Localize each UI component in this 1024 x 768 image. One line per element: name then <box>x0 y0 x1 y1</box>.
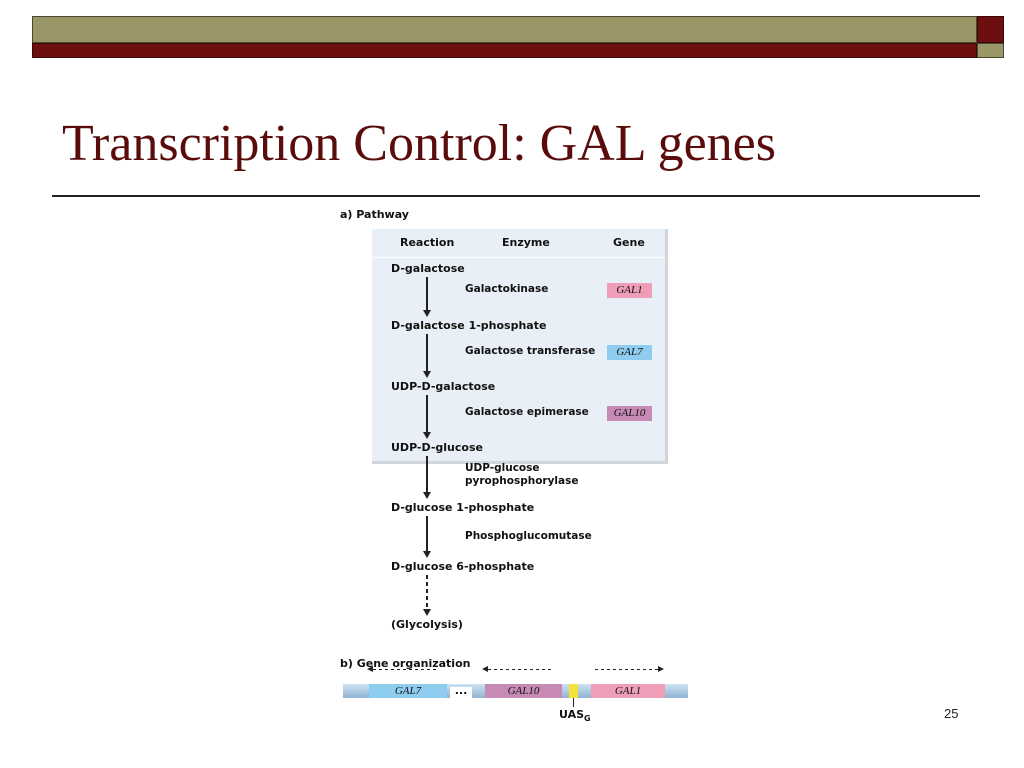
uas-label: UASG <box>559 708 591 724</box>
gene-gal1-badge: GAL1 <box>607 283 652 298</box>
header-band-bottom <box>32 43 977 58</box>
molecule-d-glucose-6-phosphate: D-glucose 6-phosphate <box>391 560 535 573</box>
gal7-segment: GAL7 <box>369 684 447 698</box>
enzyme-galactokinase: Galactokinase <box>465 283 549 295</box>
enzyme-galactose-epimerase: Galactose epimerase <box>465 406 589 418</box>
part-a-label: a) Pathway <box>340 208 409 221</box>
reaction-arrow-4 <box>423 456 431 499</box>
molecule-d-glucose-1-phosphate: D-glucose 1-phosphate <box>391 501 535 514</box>
enzyme-phosphoglucomutase: Phosphoglucomutase <box>465 530 592 542</box>
column-header-reaction: Reaction <box>400 236 455 249</box>
page-number: 25 <box>944 706 959 721</box>
header-divider <box>372 257 665 258</box>
uas-segment <box>569 684 578 698</box>
reaction-arrow-1 <box>423 277 431 317</box>
molecule-glycolysis: (Glycolysis) <box>391 618 463 631</box>
gal7-direction-arrow <box>367 666 438 672</box>
molecule-udp-d-glucose: UDP-D-glucose <box>391 441 483 454</box>
header-corner-top <box>977 16 1004 43</box>
reaction-arrow-6 <box>423 575 431 616</box>
enzyme-galactose-transferase: Galactose transferase <box>465 345 596 357</box>
gene-gal7-badge: GAL7 <box>607 345 652 360</box>
molecule-udp-d-galactose: UDP-D-galactose <box>391 380 496 393</box>
molecule-d-galactose-1-phosphate: D-galactose 1-phosphate <box>391 319 547 332</box>
gal1-segment: GAL1 <box>591 684 665 698</box>
gal-figure: a) Pathway Reaction Enzyme Gene D-galact… <box>340 205 700 735</box>
chromosome-gap <box>450 687 472 699</box>
gal1-direction-arrow <box>595 666 664 672</box>
slide-title: Transcription Control: GAL genes <box>62 115 776 172</box>
uas-pointer <box>573 698 574 707</box>
gal10-segment: GAL10 <box>485 684 562 698</box>
header-corner-bottom <box>977 43 1004 58</box>
reaction-arrow-5 <box>423 516 431 558</box>
reaction-arrow-2 <box>423 334 431 378</box>
column-header-gene: Gene <box>613 236 645 249</box>
gal10-direction-arrow <box>482 666 551 672</box>
header-band-top <box>32 16 977 43</box>
enzyme-udp-glucose-pyrophosphorylase: UDP-glucose pyrophosphorylase <box>465 462 579 487</box>
title-rule <box>52 195 980 197</box>
reaction-arrow-3 <box>423 395 431 439</box>
gene-gal10-badge: GAL10 <box>607 406 652 421</box>
gene-ellipsis: ... <box>454 684 468 697</box>
column-header-enzyme: Enzyme <box>502 236 550 249</box>
molecule-d-galactose: D-galactose <box>391 262 465 275</box>
